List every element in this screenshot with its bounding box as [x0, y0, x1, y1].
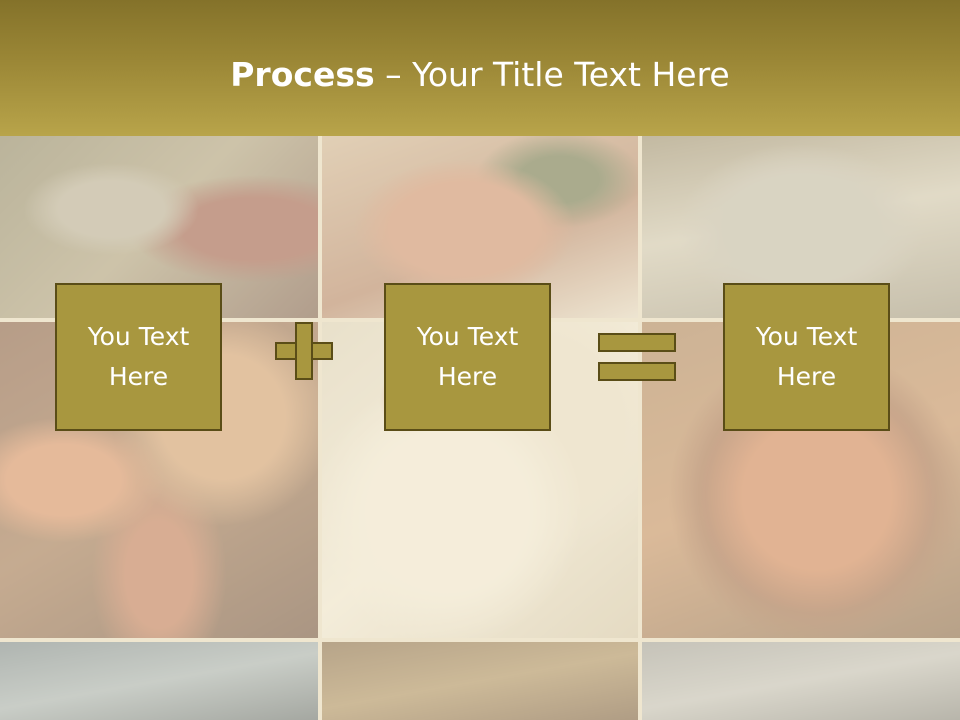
equals-bar-bottom	[598, 362, 676, 381]
title-separator: –	[374, 55, 413, 94]
plus-center	[297, 344, 311, 358]
collage-photo	[0, 322, 318, 638]
box-line-1: You Text	[755, 322, 858, 351]
box-line-1: You Text	[416, 322, 519, 351]
title-text: Your Title Text Here	[412, 55, 730, 94]
collage-photo	[322, 322, 638, 638]
collage-photo	[0, 642, 318, 720]
collage-photo	[0, 120, 318, 318]
process-box-2[interactable]: You Text Here	[384, 283, 551, 431]
process-box-text: You Text Here	[417, 317, 519, 397]
box-line-2: Here	[108, 362, 169, 391]
collage-photo	[642, 322, 960, 638]
equals-bar-top	[598, 333, 676, 352]
process-box-text: You Text Here	[756, 317, 858, 397]
title-bar: Process – Your Title Text Here	[0, 0, 960, 136]
process-box-text: You Text Here	[88, 317, 190, 397]
collage-photo	[642, 642, 960, 720]
process-box-3[interactable]: You Text Here	[723, 283, 890, 431]
process-box-1[interactable]: You Text Here	[55, 283, 222, 431]
box-line-1: You Text	[87, 322, 190, 351]
title-bold: Process	[230, 55, 375, 94]
slide-title[interactable]: Process – Your Title Text Here	[0, 54, 960, 96]
collage-photo	[322, 120, 638, 318]
box-line-2: Here	[437, 362, 498, 391]
collage-photo	[322, 642, 638, 720]
box-line-2: Here	[776, 362, 837, 391]
